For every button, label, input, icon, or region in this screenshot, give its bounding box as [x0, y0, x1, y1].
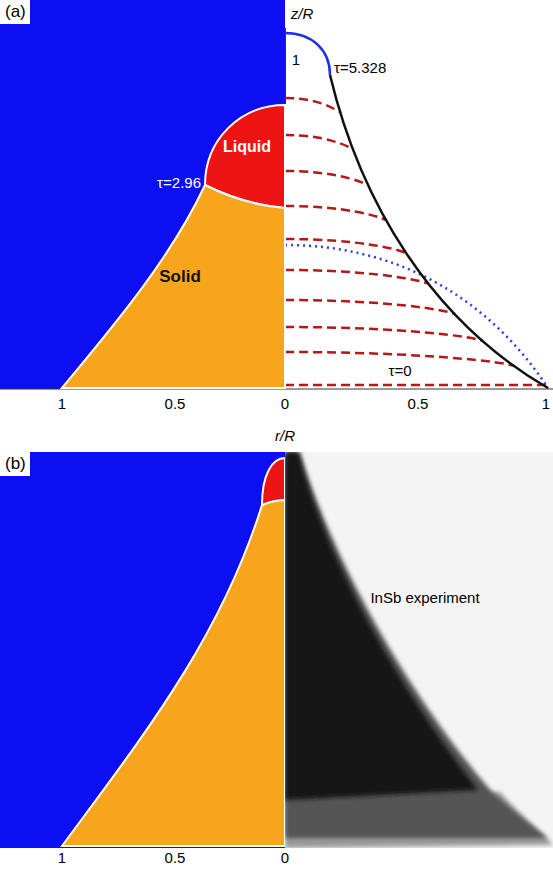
label-patch [0, 452, 30, 476]
tick-label: 0.5 [165, 850, 186, 867]
region-outline [62, 185, 285, 388]
final-cap [285, 33, 330, 75]
experiment-photo [285, 452, 553, 848]
tick-label: 1 [542, 396, 550, 413]
liquid-region [262, 458, 285, 505]
region-shape [62, 185, 285, 388]
tick-label: 0.5 [408, 396, 429, 413]
region-label: Liquid [223, 138, 271, 156]
interface-curves [285, 98, 548, 385]
panel-letter: (a) [5, 3, 26, 22]
photo-caption: InSb experiment [370, 590, 479, 607]
tick-label: 0 [281, 396, 289, 413]
axis-title: r/R [275, 428, 295, 445]
crystal-profile [330, 75, 548, 388]
tick-label: 0.5 [165, 396, 186, 413]
tick-label: 0 [281, 850, 289, 867]
panel-letter: (b) [5, 455, 26, 474]
time-label: τ=0 [388, 363, 411, 380]
label-patch [0, 0, 30, 24]
solid-region [62, 500, 285, 846]
axis-title: z/R [291, 6, 314, 23]
region-label: Solid [159, 268, 201, 287]
melt-ground [0, 0, 285, 389]
tick-label: 1 [58, 396, 66, 413]
melt-ground [0, 452, 285, 848]
time-label: τ=2.96 [157, 175, 201, 192]
solid-region: Solid [62, 185, 285, 388]
time-label: τ=5.328 [334, 60, 386, 77]
tick-label: 1 [292, 52, 300, 69]
tick-label: 1 [58, 850, 66, 867]
